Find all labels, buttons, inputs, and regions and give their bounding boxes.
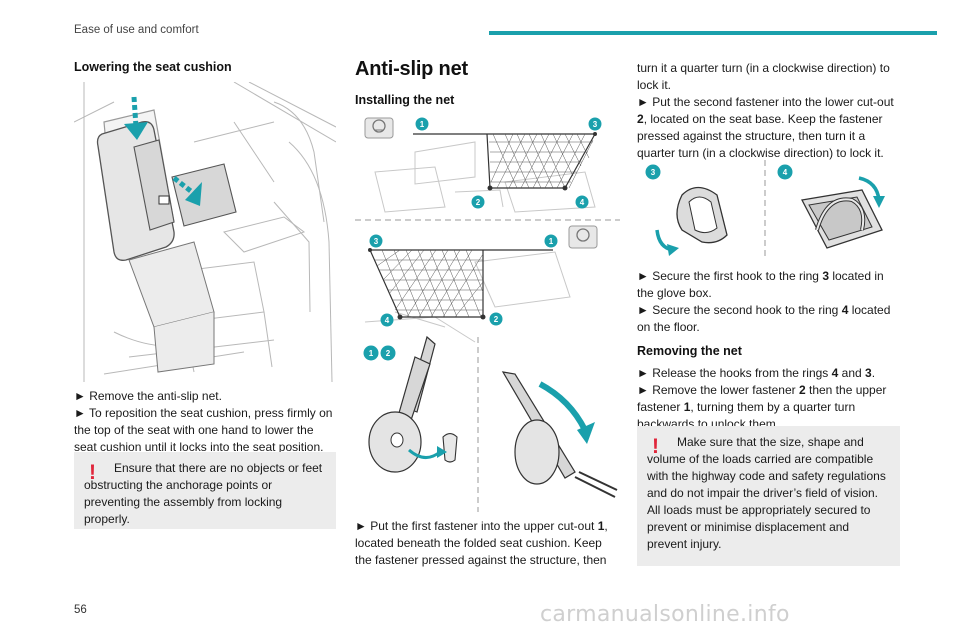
- net-installation-illustration: 1 3 2 4 3 1 4 2 1 2: [355, 112, 620, 512]
- column-1-text: Remove the anti-slip net. To reposition …: [74, 388, 338, 456]
- rem2-mid: then the upper fastener: [637, 383, 887, 414]
- label-4-top: 4: [580, 198, 585, 207]
- rem2-text-a: Remove the lower fastener: [652, 383, 799, 397]
- label-2-mid: 2: [494, 315, 499, 324]
- heading-lowering-seat: Lowering the seat cushion: [74, 60, 232, 74]
- heading-installing-net: Installing the net: [355, 93, 455, 107]
- column-3: turn it a quarter turn (in a clockwise d…: [637, 58, 901, 162]
- warning-exclamation-icon: !: [89, 461, 96, 484]
- rem1-num1: 4: [831, 366, 839, 380]
- hook2-text-a: Secure the second hook to the ring: [652, 303, 842, 317]
- step1-text-a: Put the first fastener into the upper cu…: [370, 519, 598, 533]
- section-title: Ease of use and comfort: [74, 24, 199, 36]
- step-second-hook: Secure the second hook to the ring 4 loc…: [637, 302, 901, 336]
- label-4-ring: 4: [783, 168, 788, 177]
- header-accent-bar: [489, 31, 937, 35]
- heading-removing-net: Removing the net: [637, 344, 742, 358]
- label-3-mid: 3: [374, 237, 379, 246]
- label-1-top: 1: [420, 120, 425, 129]
- label-1-detail: 1: [369, 349, 374, 358]
- label-3-top: 3: [593, 120, 598, 129]
- watermark: carmanualsonline.info: [540, 602, 790, 627]
- label-4-mid: 4: [385, 316, 390, 325]
- step2-text-a: Put the second fastener into the lower c…: [652, 95, 894, 109]
- column-3-lower: Secure the first hook to the ring 3 loca…: [637, 268, 901, 433]
- step-release-hooks: Release the hooks from the rings 4 and 3…: [637, 365, 901, 382]
- column-2-text: Put the first fastener into the upper cu…: [355, 518, 619, 569]
- hook1-text-b: located in the glove box.: [637, 269, 884, 300]
- label-2-detail: 2: [386, 349, 391, 358]
- hook2-text-b: located on the floor.: [637, 303, 891, 334]
- step-first-hook: Secure the first hook to the ring 3 loca…: [637, 268, 901, 302]
- step1-num: 1: [597, 519, 605, 533]
- cont-quarter-turn: turn it a quarter turn (in a clockwise d…: [637, 61, 890, 92]
- step-reposition-seat: To reposition the seat cushion, press fi…: [74, 405, 338, 456]
- rem1-text-b: .: [871, 366, 876, 380]
- step1-text-b: , located beneath the folded seat cushio…: [355, 519, 608, 567]
- step-first-fastener: Put the first fastener into the upper cu…: [355, 518, 619, 569]
- rem1-text-a: Release the hooks from the rings: [652, 366, 832, 380]
- rem2-num2: 1: [683, 400, 691, 414]
- title-anti-slip-net: Anti-slip net: [355, 58, 468, 80]
- step-second-fastener: Put the second fastener into the lower c…: [637, 94, 901, 162]
- column-1: Lowering the seat cushion: [74, 58, 338, 74]
- label-3-hook: 3: [651, 168, 656, 177]
- page-number: 56: [74, 604, 87, 616]
- step2-text-b: , located on the seat base. Keep the fas…: [637, 112, 884, 160]
- hook1-text-a: Secure the first hook to the ring: [652, 269, 823, 283]
- warning-text-seat: Ensure that there are no objects or feet…: [84, 461, 323, 526]
- warning-text-loads: Make sure that the size, shape and volum…: [647, 435, 886, 500]
- warning-text-secured: All loads must be appropriately secured …: [647, 503, 871, 551]
- rem2-num1: 2: [798, 383, 806, 397]
- label-1-mid: 1: [549, 237, 554, 246]
- step2-num: 2: [637, 112, 644, 126]
- hooks-rings-illustration: 3 4: [637, 160, 899, 268]
- rem1-num2: 3: [865, 366, 872, 380]
- label-2-top: 2: [476, 198, 481, 207]
- warning-box-loads: ! Make sure that the size, shape and vol…: [637, 426, 900, 566]
- hook2-num: 4: [841, 303, 849, 317]
- rem1-mid: and: [838, 366, 866, 380]
- warning-exclamation-icon: !: [652, 435, 659, 458]
- column-2: Anti-slip net Installing the net: [355, 58, 619, 107]
- hook1-num: 3: [822, 269, 829, 283]
- warning-box-seat: ! Ensure that there are no objects or fe…: [74, 452, 336, 529]
- seat-cushion-illustration: [74, 82, 336, 382]
- step-remove-net: Remove the anti-slip net.: [74, 388, 338, 405]
